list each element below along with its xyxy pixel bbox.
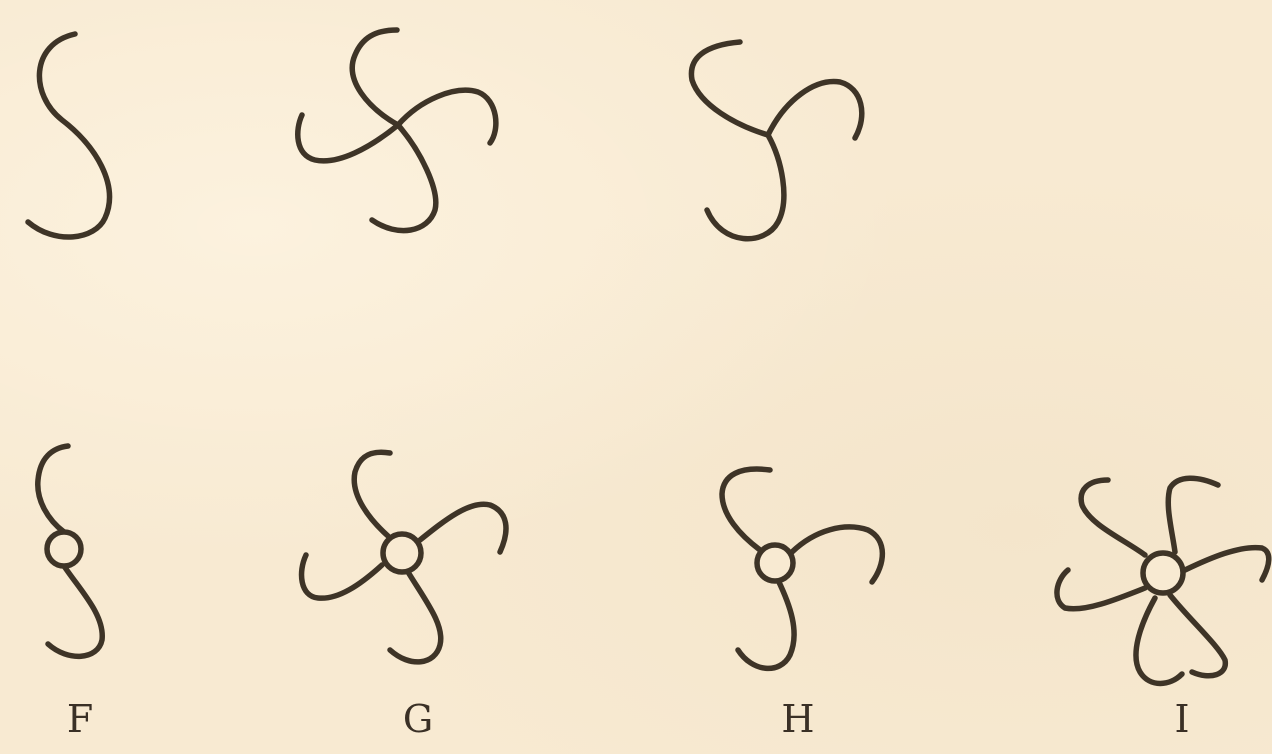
figure-I-arm-right <box>1185 548 1269 580</box>
figure-G-arm-bottom <box>390 572 441 662</box>
figure-top-2-arm-top <box>352 30 398 125</box>
figure-F-arm-bottom <box>48 566 102 656</box>
figure-I-arm-top-right <box>1168 478 1218 552</box>
figure-I-arm-top-left <box>1081 480 1145 555</box>
figure-F-hub <box>47 532 81 566</box>
caption-G: G <box>403 700 433 738</box>
figure-top-2-arm-left <box>298 115 398 161</box>
figure-top-1 <box>28 34 109 237</box>
figure-I-arm-bottom-right <box>1170 595 1225 676</box>
figure-H-arm-top <box>722 469 770 550</box>
figure-F-arm-top <box>38 446 68 532</box>
figure-top-2-arm-right <box>398 90 496 143</box>
figure-I <box>1057 478 1269 683</box>
figure-H-hub <box>757 545 793 581</box>
figure-top-1-arm <box>28 34 109 237</box>
figure-H-arm-bottom <box>738 580 794 668</box>
figure-top-2 <box>298 30 496 231</box>
figure-I-hub <box>1143 553 1183 593</box>
figure-G <box>302 452 506 662</box>
figure-top-3-arm-bottom <box>707 135 784 239</box>
figure-top-3-arm-top <box>691 42 768 135</box>
figure-G-arm-right <box>420 504 506 552</box>
figure-G-hub <box>383 534 421 572</box>
figure-top-2-arm-bottom <box>372 125 436 231</box>
figure-top-3-arm-right <box>768 82 862 138</box>
figure-G-arm-top <box>354 452 390 536</box>
figure-I-arm-bottom-left <box>1057 570 1145 609</box>
caption-I: I <box>1174 700 1189 738</box>
figure-H-arm-right <box>792 527 882 582</box>
caption-F: F <box>67 700 93 738</box>
figure-F <box>38 446 102 656</box>
figure-I-arm-bottom <box>1136 598 1182 684</box>
figure-H <box>722 469 882 668</box>
figure-top-3 <box>691 42 861 239</box>
figure-G-arm-left <box>302 555 382 598</box>
caption-H: H <box>781 700 814 738</box>
